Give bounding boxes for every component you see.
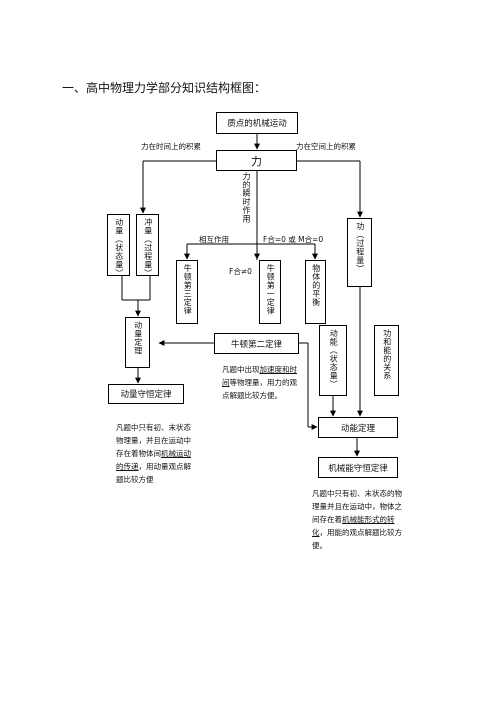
node-work: 功（过程量）: [347, 218, 372, 287]
label-instant-action-wrap: 力的瞬时作用: [241, 172, 252, 242]
node-particle-motion: 质点的机械运动: [216, 112, 298, 134]
node-kinetic-energy-theorem: 动能定理: [318, 417, 398, 438]
node-kinetic-energy: 动能（状态量）: [319, 325, 347, 396]
note-momentum-viewpoint: 凡题中只有初、末状态物理量，并且在运动中存在着物体间机械运动的传递，用动量观点解…: [116, 423, 191, 484]
node-newton-first-law: 牛顿第一定律: [259, 260, 281, 324]
label-space-accumulation: 力在空间上的积累: [296, 142, 356, 151]
node-force: 力: [216, 150, 297, 171]
label-interaction: 相互作用: [199, 235, 229, 244]
node-work-energy-relation: 功和能的关系: [374, 325, 399, 396]
node-mechanical-energy-conservation: 机械能守恒定律: [318, 457, 398, 478]
node-momentum-theorem: 动量定理: [125, 317, 150, 368]
node-newton-third-law: 牛顿第三定律: [176, 260, 198, 324]
node-equilibrium: 物体的平衡: [305, 260, 326, 324]
label-time-accumulation: 力在时间上的积累: [141, 142, 201, 151]
node-momentum-conservation: 动量守恒定律: [108, 384, 184, 404]
node-impulse: 冲量（过程量）: [136, 214, 159, 278]
note-energy-viewpoint: 凡题中只有初、末状态的物理量并且在运动中，物体之间存在着机械能形式的转化，用能的…: [312, 489, 402, 550]
node-momentum-state: 动量（状态量）: [107, 214, 130, 278]
node-newton-second-law: 牛顿第二定律: [214, 333, 299, 354]
label-net-force-zero: F合=0 或 M合=0: [263, 235, 324, 244]
label-net-force-nonzero: F合≠0: [229, 267, 252, 276]
page-heading: 一、高中物理力学部分知识结构框图：: [62, 81, 267, 95]
note-newton-second-law: 凡题中出现加速度和时间等物理量，用力的观点解题比较方便。: [222, 365, 297, 400]
label-instant-action: 力的瞬时作用: [242, 172, 251, 223]
